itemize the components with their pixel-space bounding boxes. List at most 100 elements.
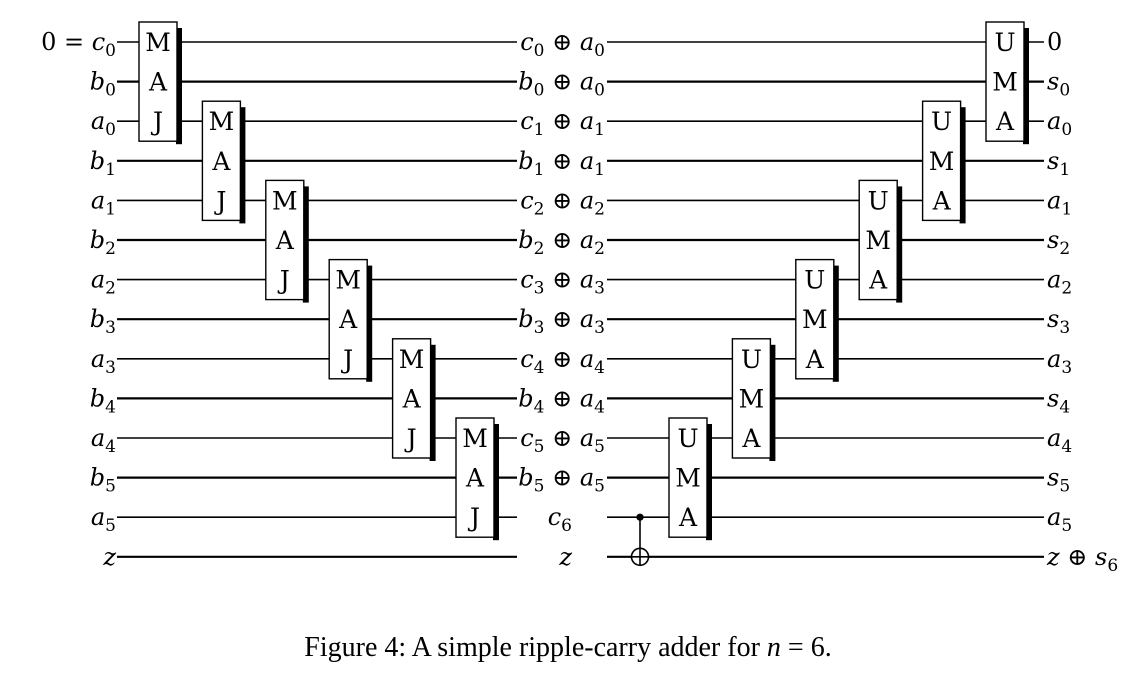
output-label-7-base: s (1047, 305, 1059, 333)
uma-gate-0-letter-0: U (994, 28, 1015, 57)
input-label-8-sub: 3 (105, 358, 116, 378)
uma-gate-5-letter-2: A (678, 503, 698, 532)
maj-gate-4: MAJ (391, 338, 436, 461)
uma-gate-3: UMA (795, 258, 839, 382)
uma-gate-3-shadow (832, 265, 839, 382)
maj-gate-1-letter-2: J (213, 186, 226, 215)
input-label-5: b2​ (90, 226, 116, 259)
maj-gate-5-letter-1: A (465, 464, 485, 493)
output-label-13-sub: 6 (1107, 556, 1118, 576)
output-label-10-base: a (1047, 424, 1061, 452)
output-label-4: a1​ (1047, 186, 1072, 219)
middle-label-1-a-base: b (518, 68, 533, 96)
uma-gate-5-letter-1: M (675, 464, 701, 493)
caption-variable: n (766, 632, 781, 663)
output-label-8-sub: 3 (1061, 358, 1072, 378)
uma-gate-2: UMA (858, 179, 903, 303)
input-label-3-sub: 1 (105, 160, 116, 180)
maj-gate-1: MAJ (201, 100, 246, 224)
middle-label-5-b-base: a (580, 226, 594, 254)
input-label-0-prefix: 0 = (41, 28, 92, 56)
middle-label-10-xor: ⊕ (544, 424, 579, 452)
input-label-13: z (102, 543, 116, 571)
input-label-4: a1​ (91, 186, 116, 219)
input-label-1: b0​ (90, 68, 116, 101)
maj-gate-2-letter-1: A (275, 226, 295, 255)
maj-gate-5-shadow (493, 424, 499, 541)
middle-label-2-a-base: c (520, 107, 533, 135)
middle-label-6-b-sub: 3 (594, 279, 605, 299)
middle-label-1-a-sub: 0 (534, 81, 545, 101)
maj-gate-2-shadow (302, 186, 309, 303)
output-label-0: 0 (1047, 28, 1062, 56)
maj-gate-0-letter-2: J (150, 107, 163, 136)
middle-label-8-b-sub: 4 (594, 358, 605, 378)
uma-gate-4-box (731, 338, 772, 459)
middle-label-3-a-sub: 1 (534, 160, 545, 180)
middle-label-1: b0​ ⊕ a0​ (518, 68, 605, 101)
uma-gate-5-shadow (706, 424, 712, 541)
output-label-5-base: s (1047, 226, 1059, 254)
output-label-3-base: s (1047, 147, 1059, 175)
maj-gate-3-box (328, 258, 368, 380)
middle-label-9-b-sub: 4 (594, 397, 605, 417)
input-label-8-base: a (91, 345, 105, 373)
middle-label-12-a-base: c (548, 503, 561, 531)
middle-label-10-b-sub: 5 (594, 437, 605, 457)
maj-gate-0-shadow (176, 28, 182, 145)
caption-suffix: = 6. (780, 632, 832, 663)
input-label-7-sub: 3 (105, 318, 116, 338)
uma-gate-1-box (921, 100, 962, 222)
uma-gate-1-letter-2: A (932, 186, 952, 215)
uma-gate-1: UMA (921, 100, 966, 224)
maj-gate-0-letter-0: M (145, 28, 171, 57)
output-label-7-sub: 3 (1059, 318, 1070, 338)
input-label-9-base: b (90, 384, 105, 412)
output-label-3-sub: 1 (1059, 160, 1070, 180)
maj-gate-5-letter-0: M (462, 424, 488, 453)
middle-label-5-b-sub: 2 (594, 239, 605, 259)
output-label-2-sub: 0 (1061, 120, 1072, 140)
input-label-4-base: a (91, 186, 105, 214)
middle-label-9: b4​ ⊕ a4​ (518, 384, 605, 417)
middle-label-6-a-sub: 3 (534, 279, 545, 299)
input-label-5-base: b (90, 226, 105, 254)
middle-label-5: b2​ ⊕ a2​ (518, 226, 605, 259)
input-label-1-base: b (90, 68, 105, 96)
middle-label-3-b-base: a (580, 147, 594, 175)
output-label-6: a2​ (1047, 266, 1072, 299)
middle-label-6-b-base: a (580, 266, 594, 294)
middle-label-7-a-base: b (518, 305, 533, 333)
uma-gate-5-box (668, 417, 708, 538)
input-label-1-sub: 0 (105, 81, 116, 101)
output-label-7: s3​ (1047, 305, 1070, 338)
middle-label-0-xor: ⊕ (544, 28, 579, 56)
middle-label-11-b-sub: 5 (594, 477, 605, 497)
uma-gate-3-letter-2: A (805, 345, 825, 374)
middle-label-9-xor: ⊕ (544, 384, 579, 412)
input-label-10-base: a (91, 424, 105, 452)
uma-gate-4-letter-2: A (741, 424, 761, 453)
circuit-labels: 0 = c0​b0​a0​b1​a1​b2​a2​b3​a3​b4​a4​b5​… (41, 28, 1118, 576)
input-label-7: b3​ (90, 305, 116, 338)
input-label-12-sub: 5 (105, 516, 116, 536)
maj-gate-5-letter-2: J (467, 503, 480, 532)
middle-label-4-b-sub: 2 (594, 199, 605, 219)
middle-label-8-b-base: a (580, 345, 594, 373)
output-label-12-base: a (1047, 503, 1061, 531)
middle-label-13: z (558, 543, 572, 571)
input-label-2: a0​ (91, 107, 116, 140)
uma-gate-4-letter-1: M (739, 384, 765, 413)
maj-gate-2: MAJ (265, 179, 309, 303)
middle-label-5-xor: ⊕ (544, 226, 579, 254)
maj-gate-1-letter-0: M (209, 107, 235, 136)
middle-label-0: c0​ ⊕ a0​ (520, 28, 605, 61)
middle-label-2-b-base: a (580, 107, 594, 135)
middle-label-4-xor: ⊕ (544, 186, 579, 214)
middle-label-9-a-sub: 4 (534, 397, 545, 417)
maj-gate-1-letter-1: A (211, 147, 231, 176)
maj-gate-4-box (391, 338, 432, 459)
input-label-12-base: a (91, 503, 105, 531)
output-label-6-base: a (1047, 266, 1061, 294)
uma-gate-1-letter-1: M (929, 147, 955, 176)
